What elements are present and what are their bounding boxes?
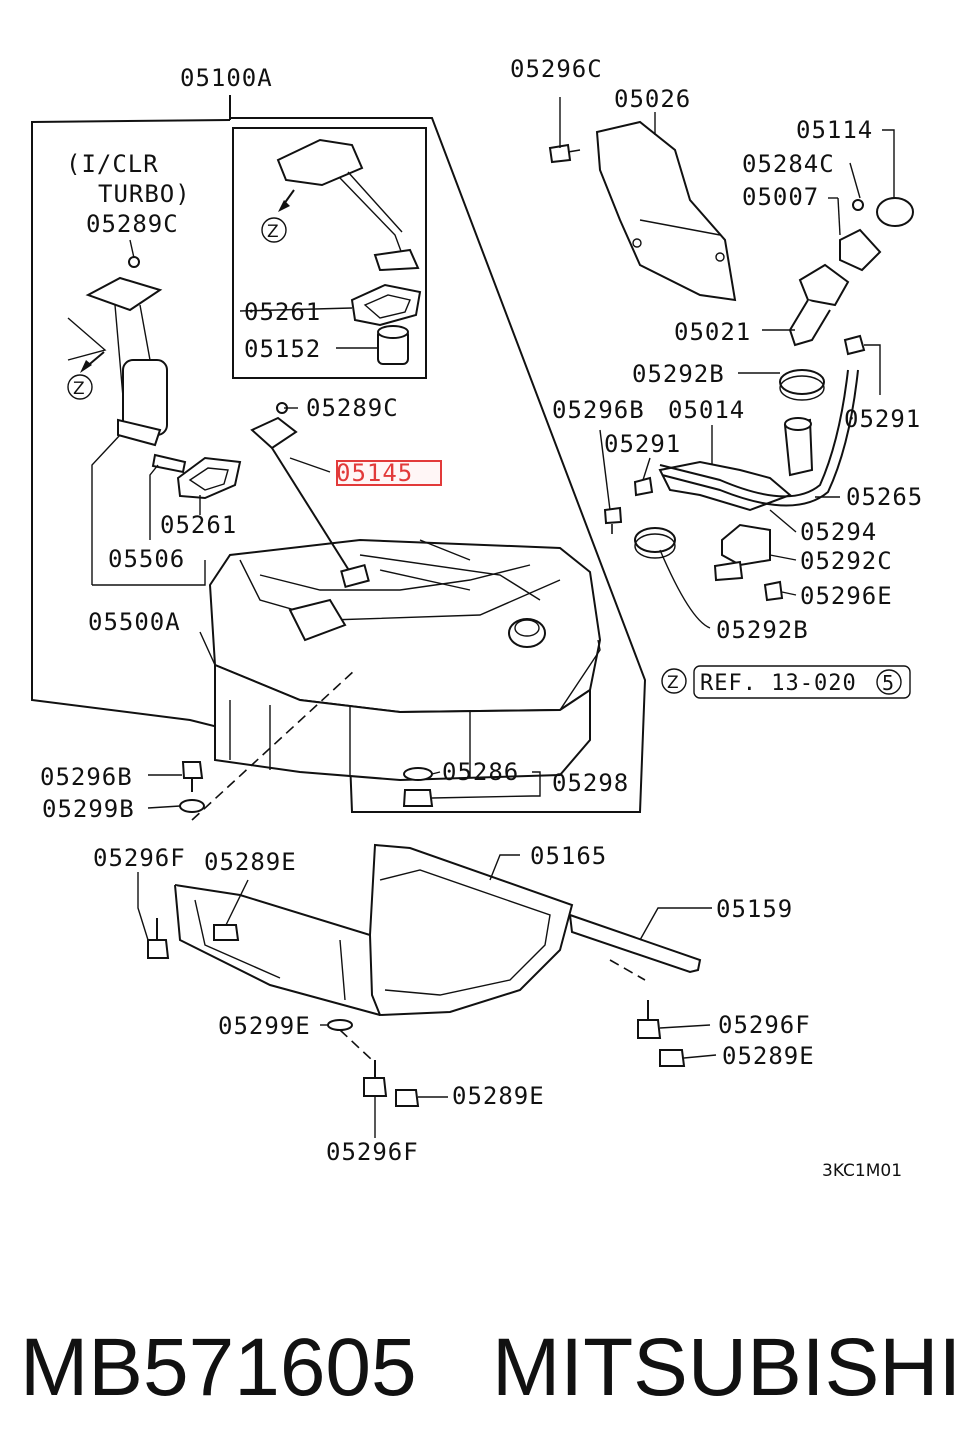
highlight-box-05145	[336, 460, 442, 486]
label-05298: 05298	[552, 769, 629, 797]
assembly-frame	[31, 117, 647, 813]
label-05145-highlighted[interactable]: 05145	[336, 459, 413, 487]
label-05291-a: 05291	[844, 405, 921, 433]
footer-part-number: MB571605	[20, 1322, 417, 1413]
filler-hoses	[603, 334, 866, 602]
label-05284C: 05284C	[742, 150, 835, 178]
variant-note-line2: TURBO)	[98, 180, 191, 208]
reference-text[interactable]: REF. 13-020	[700, 671, 857, 696]
fuel-gauge-sending-unit	[250, 402, 370, 589]
label-05296E: 05296E	[800, 582, 893, 610]
ref-z-marker	[661, 668, 687, 694]
label-05506: 05506	[108, 545, 185, 573]
label-05152: 05152	[244, 335, 321, 363]
tank-skid-plate	[174, 843, 702, 1017]
label-05296B-b: 05296B	[40, 763, 133, 791]
footer-brand: MITSUBISHI	[492, 1322, 960, 1413]
reference-box	[693, 665, 911, 699]
fuel-tank	[191, 538, 602, 821]
label-05114: 05114	[796, 116, 873, 144]
label-05021: 05021	[674, 318, 751, 346]
skid-plate-fasteners	[147, 918, 686, 1107]
label-05289E-a: 05289E	[204, 848, 297, 876]
label-05289E-b: 05289E	[722, 1042, 815, 1070]
z-marker-top: Z	[267, 222, 279, 242]
label-05292B-a: 05292B	[632, 360, 725, 388]
variant-note-line1: (I/CLR	[66, 150, 159, 178]
z-marker-left: Z	[73, 379, 85, 399]
ref-circle-number: 5	[882, 671, 895, 695]
label-05292B-b: 05292B	[716, 616, 809, 644]
label-05296C: 05296C	[510, 55, 603, 83]
pump-gasket-left	[176, 456, 242, 500]
label-05296F-b: 05296F	[718, 1011, 811, 1039]
label-05289C-b: 05289C	[306, 394, 399, 422]
label-05289C-a: 05289C	[86, 210, 179, 238]
label-05159: 05159	[716, 895, 793, 923]
filler-neck-protector	[548, 120, 737, 302]
label-05026: 05026	[614, 85, 691, 113]
label-05299E: 05299E	[218, 1012, 311, 1040]
label-05294: 05294	[800, 518, 877, 546]
turbo-pump-assembly	[261, 138, 422, 365]
label-05286: 05286	[442, 758, 519, 786]
label-05265: 05265	[846, 483, 923, 511]
ref-circle	[876, 669, 902, 695]
label-05299B: 05299B	[42, 795, 135, 823]
filler-cap-neck	[788, 197, 914, 347]
pump-connector	[151, 453, 187, 474]
label-05291-b: 05291	[604, 430, 681, 458]
label-05261-b: 05261	[160, 511, 237, 539]
label-05014: 05014	[668, 396, 745, 424]
label-05007: 05007	[742, 183, 819, 211]
leader-lines	[91, 97, 895, 1138]
label-05296B: 05296B	[552, 396, 645, 424]
label-05100A: 05100A	[180, 64, 273, 92]
label-05165: 05165	[530, 842, 607, 870]
label-05296F-c: 05296F	[326, 1138, 419, 1166]
ref-z-letter: Z	[667, 673, 679, 693]
label-05289E-c: 05289E	[452, 1082, 545, 1110]
label-05296F-a: 05296F	[93, 844, 186, 872]
label-05292C: 05292C	[800, 547, 893, 575]
fuel-pump-assembly	[67, 256, 168, 447]
pump-subframe	[232, 127, 427, 379]
label-05261-a: 05261	[244, 298, 321, 326]
label-05500A: 05500A	[88, 608, 181, 636]
drawing-code: 3KC1M01	[822, 1161, 902, 1181]
